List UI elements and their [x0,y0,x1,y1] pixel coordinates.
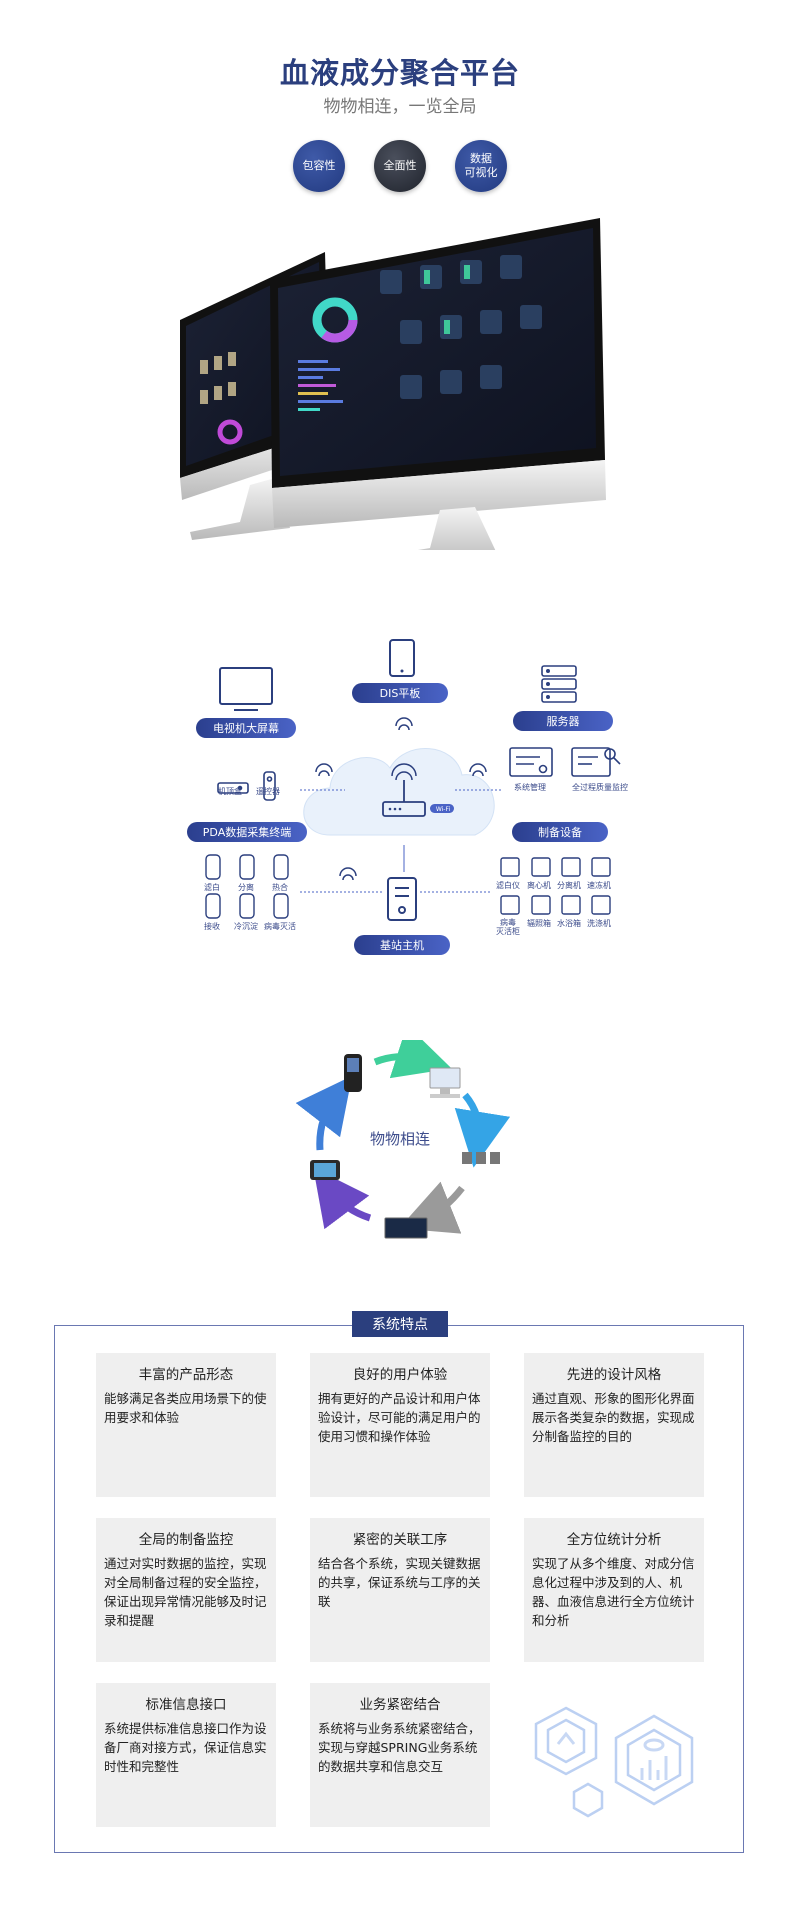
page-subtitle: 物物相连，一览全局 [323,97,477,117]
network-diagram [205,639,621,921]
badge-visualization: 数据 可视化 [455,140,507,192]
desktop-pc-icon [429,1067,461,1098]
equip-label-1: 离心机 [527,881,551,890]
badge-comprehensive: 全面性 [374,140,426,192]
base-station-icon [387,877,417,921]
system-management-icon [509,747,553,777]
pda-label-0: 滤白 [204,883,220,892]
feature-title: 良好的用户体验 [352,1367,448,1383]
label-remote: 遥控器 [256,787,280,796]
feature-desc: 实现了从多个维度、对成分信息化过程中涉及到的人、机器、血液信息进行全方位统计和分… [532,1556,695,1628]
feature-title: 先进的设计风格 [566,1367,662,1383]
label-base-station: 基站主机 [354,935,450,955]
dashboard-screen-icon [384,1217,428,1239]
feature-card-2: 先进的设计风格 通过直观、形象的图形化界面展示各类复杂的数据，实现成分制备监控的… [524,1353,704,1497]
badge-visualization-label: 数据 可视化 [464,152,498,179]
router-icon [382,763,454,817]
front-monitor [270,218,606,550]
quality-monitor-icon [571,747,621,777]
label-quality-monitor: 全过程质量监控 [572,783,628,792]
feature-card-0: 丰富的产品形态 能够满足各类应用场景下的使用要求和体验 [96,1353,276,1497]
label-set-top-box: 机顶盒 [218,787,242,796]
badge-inclusive: 包容性 [293,140,345,192]
feature-desc: 通过直观、形象的图形化界面展示各类复杂的数据，实现成分制备监控的目的 [532,1391,695,1444]
cloud-shape [303,748,495,836]
feature-card-3: 全局的制备监控 通过对实时数据的监控，实现对全局制备过程的安全监控，保证出现异常… [96,1518,276,1662]
feature-desc: 能够满足各类应用场景下的使用要求和体验 [104,1391,267,1425]
label-prep-equipment: 制备设备 [512,822,608,842]
equip-label-5: 辐照箱 [527,919,551,928]
features-header: 系统特点 [352,1311,448,1337]
feature-title: 标准信息接口 [145,1697,227,1713]
printer-devices-icon [462,1152,500,1164]
feature-card-6: 标准信息接口 系统提供标准信息接口作为设备厂商对接方式，保证信息实时性和完整性 [96,1683,276,1827]
equip-label-0: 滤白仪 [496,881,520,890]
equipment-devices [500,857,611,915]
label-dis-tablet: DIS平板 [352,683,448,703]
server-icon [541,665,577,703]
label-system-mgmt: 系统管理 [514,783,546,792]
tv-icon [219,667,273,711]
set-top-box-icon [217,782,249,794]
pda-devices [205,854,289,919]
ring-label: 物物相连 [369,1130,430,1148]
feature-desc: 通过对实时数据的监控，实现对全局制备过程的安全监控，保证出现异常情况能够及时记录… [104,1556,267,1628]
feature-card-7: 业务紧密结合 系统将与业务系统紧密结合，实现与穿越SPRING业务系统的数据共享… [310,1683,490,1827]
hexagon-decoration-icon [534,1706,694,1818]
wifi-icons [315,717,487,881]
feature-card-5: 全方位统计分析 实现了从多个维度、对成分信息化过程中涉及到的人、机器、血液信息进… [524,1518,704,1662]
pda-label-3: 接收 [204,922,220,931]
tablet-icon [389,639,415,677]
equip-label-6: 水浴箱 [557,919,581,928]
equip-label-4: 病毒 灭活柜 [496,918,520,936]
feature-card-1: 良好的用户体验 拥有更好的产品设计和用户体验设计，尽可能的满足用户的使用习惯和操… [310,1353,490,1497]
pda-label-1: 分离 [238,883,254,892]
equip-label-2: 分离机 [557,881,581,890]
feature-desc: 系统提供标准信息接口作为设备厂商对接方式，保证信息实时性和完整性 [104,1721,267,1774]
feature-title: 全方位统计分析 [566,1532,662,1548]
label-server: 服务器 [513,711,613,731]
pda-label-5: 病毒灭活 [264,922,296,931]
feature-desc: 系统将与业务系统紧密结合，实现与穿越SPRING业务系统的数据共享和信息交互 [318,1721,481,1774]
label-tv-screen: 电视机大屏幕 [196,718,296,738]
tablet-hands-icon [310,1160,340,1180]
equip-label-7: 洗涤机 [587,919,611,928]
feature-card-4: 紧密的关联工序 结合各个系统，实现关键数据的共享，保证系统与工序的关联 [310,1518,490,1662]
label-pda-terminal: PDA数据采集终端 [187,822,307,842]
monitors-illustration [180,218,606,550]
feature-title: 紧密的关联工序 [352,1532,448,1548]
label-wifi-tag: Wi-Fi [435,806,451,813]
feature-title: 业务紧密结合 [359,1697,441,1713]
page-title: 血液成分聚合平台 [279,56,520,90]
feature-title: 全局的制备监控 [138,1532,234,1548]
feature-title: 丰富的产品形态 [138,1367,234,1383]
pda-label-4: 冷沉淀 [234,922,258,931]
feature-desc: 拥有更好的产品设计和用户体验设计，尽可能的满足用户的使用习惯和操作体验 [318,1391,481,1444]
remote-icon [263,771,276,801]
pda-label-2: 热合 [272,883,288,892]
feature-desc: 结合各个系统，实现关键数据的共享，保证系统与工序的关联 [318,1556,481,1609]
ring-diagram [295,1040,510,1239]
equip-label-3: 速冻机 [587,881,611,890]
handheld-device-icon [344,1054,362,1092]
